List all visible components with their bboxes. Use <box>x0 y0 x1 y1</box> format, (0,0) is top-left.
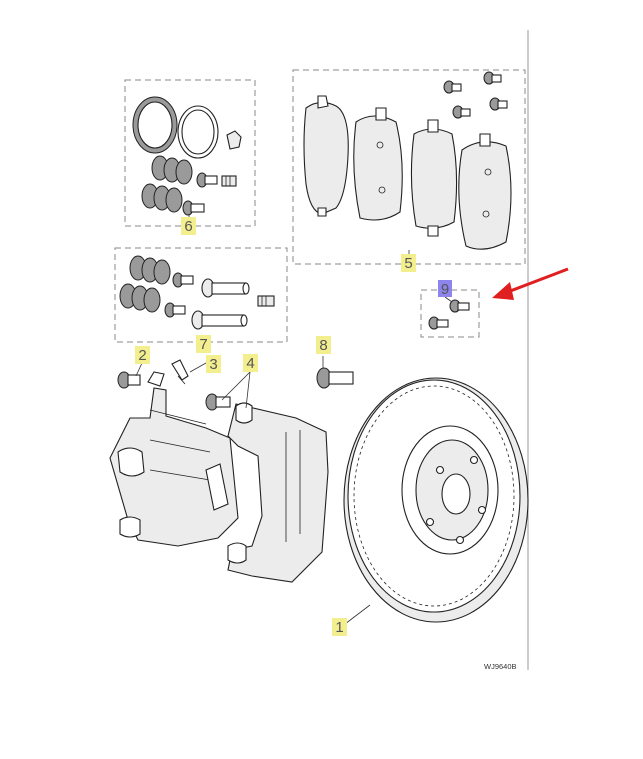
caliper-bolt-part <box>117 371 141 389</box>
callout-label: 8 <box>319 337 327 354</box>
boot-upper <box>151 155 193 185</box>
brake-pad-1 <box>303 95 349 217</box>
brake-pad-3 <box>410 119 458 237</box>
brake-pad-4 <box>458 133 512 250</box>
callout-4[interactable]: 4 <box>243 354 258 372</box>
callout-label: 3 <box>209 356 217 373</box>
callout-label: 7 <box>199 336 207 353</box>
callout-5[interactable]: 5 <box>401 254 416 272</box>
carrier-bolt-part-upper <box>205 393 231 411</box>
callout-label: 5 <box>404 255 412 272</box>
guide-sleeve <box>257 295 275 307</box>
callout-6[interactable]: 6 <box>181 217 196 235</box>
callout-7[interactable]: 7 <box>196 335 211 353</box>
brake-pad-2 <box>353 107 403 221</box>
callout-label: 1 <box>335 619 343 636</box>
guide-bolt-2 <box>164 302 186 318</box>
bleed-screw-part <box>171 359 189 385</box>
pointer-arrow <box>492 267 569 300</box>
pad-bolt-group <box>443 71 508 119</box>
carrier-bolt-part <box>316 367 354 389</box>
kit9-bolt-1 <box>449 299 470 313</box>
kit6-bolt-2 <box>182 200 205 216</box>
callout-2[interactable]: 2 <box>135 346 150 364</box>
callout-label: 9 <box>441 281 449 298</box>
boot-lower <box>141 183 183 213</box>
caliper-carrier <box>227 402 329 583</box>
callout-8[interactable]: 8 <box>316 336 331 354</box>
guide-bolt-1 <box>172 272 194 288</box>
seal-cap <box>226 130 242 150</box>
reference-code: WJ9640B <box>484 662 517 671</box>
kit6-bolt-1 <box>196 172 218 188</box>
seal-ring-small <box>177 105 219 159</box>
brake-disc <box>343 377 529 623</box>
callout-label: 2 <box>138 347 146 364</box>
guide-boot-upper <box>129 255 171 285</box>
guide-boot-lower <box>119 283 161 313</box>
callout-label: 4 <box>246 355 254 372</box>
caliper-body <box>109 371 239 547</box>
kit6-sleeve <box>221 175 237 187</box>
kit-box-9 <box>420 289 480 338</box>
callout-label: 6 <box>184 218 192 235</box>
callout-9[interactable]: 9 <box>438 280 452 298</box>
seal-ring-large <box>132 96 178 154</box>
callout-3[interactable]: 3 <box>206 355 221 373</box>
kit9-bolt-2 <box>428 316 449 330</box>
callout-1[interactable]: 1 <box>332 618 347 636</box>
guide-pin-upper <box>201 278 250 298</box>
guide-pin-lower <box>191 310 248 330</box>
